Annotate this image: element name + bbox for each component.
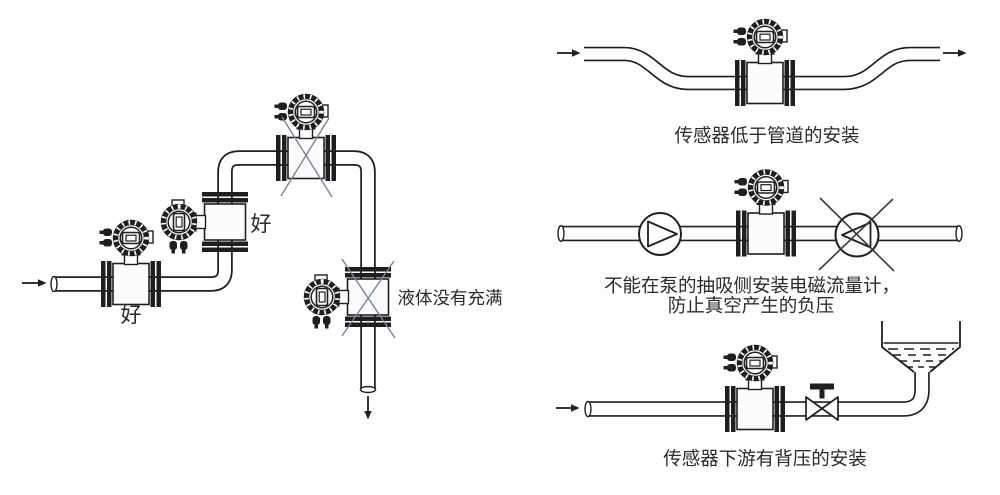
valve-icon <box>805 383 839 421</box>
crossed-pump-icon <box>818 197 895 272</box>
prohibition-cross-icon <box>280 116 333 198</box>
pipe-end-opening <box>50 275 58 293</box>
flow-arrow-icon <box>557 49 581 57</box>
pipe-end-opening <box>584 400 592 418</box>
pipe-bore <box>587 372 929 416</box>
back-pressure-diagram: 传感器下游有背压的安装 <box>556 321 961 469</box>
good-label-1: 好 <box>121 304 142 327</box>
diagram-caption: 传感器低于管道的安装 <box>674 125 859 146</box>
flowmeter-good-horizontal-icon <box>100 223 162 308</box>
diagram-caption-line1: 不能在泵的抽吸侧安装电磁流量计， <box>604 275 900 296</box>
prohibition-cross-icon <box>818 197 895 272</box>
good-label-2: 好 <box>251 213 272 236</box>
diagram-caption-line2: 防止真空产生的负压 <box>668 295 835 316</box>
flowmeter-icon <box>734 22 796 107</box>
flow-arrow-down-icon <box>364 396 372 420</box>
pipe-bore <box>53 152 374 390</box>
left-piping-diagram: 好 好 液体没有充满 <box>22 97 503 420</box>
flow-arrow-icon <box>22 279 47 287</box>
flowmeter-good-vertical-icon <box>164 192 249 254</box>
pipe-end-opening <box>359 385 377 394</box>
pump-suction-diagram: 不能在泵的抽吸侧安装电磁流量计， 防止真空产生的负压 <box>557 172 963 316</box>
liquid-not-full-label: 液体没有充满 <box>398 288 503 308</box>
flow-arrow-icon <box>943 49 967 57</box>
pipe-end-opening <box>955 224 963 242</box>
prohibition-cross-icon <box>341 258 396 339</box>
pump-icon <box>638 212 682 256</box>
diagram-caption: 传感器下游有背压的安装 <box>663 448 867 469</box>
pipe-end-opening <box>557 224 565 242</box>
flowmeter-wrong-top-icon <box>275 97 337 182</box>
flowmeter-icon <box>735 172 797 257</box>
sensor-below-pipe-diagram: 传感器低于管道的安装 <box>557 22 967 146</box>
tank-icon <box>881 321 961 373</box>
flow-arrow-icon <box>556 404 580 412</box>
flowmeter-icon <box>724 348 786 433</box>
flowmeter-wrong-vertical-icon <box>307 267 392 329</box>
